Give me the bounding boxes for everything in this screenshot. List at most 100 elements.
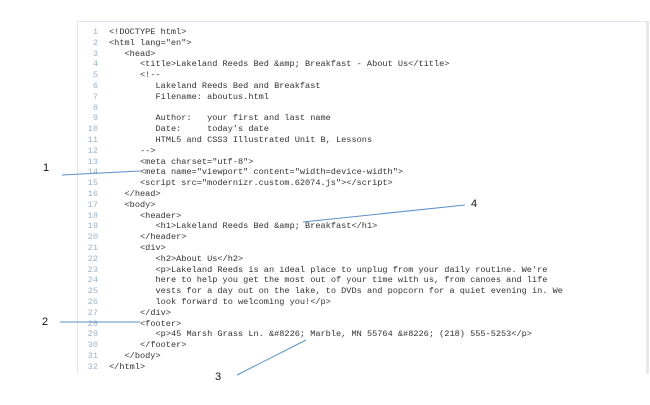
code-text: <div> [140,242,166,253]
line-number: 13 [87,156,98,167]
code-line: 13 <meta charset="utf-8"> [78,157,646,168]
code-line: 5 <!-- [78,70,646,81]
code-text: Filename: aboutus.html [155,91,269,102]
line-number: 5 [92,70,98,81]
code-text: <title>Lakeland Reeds Bed &amp; Breakfas… [140,59,450,70]
line-number: 18 [87,210,98,221]
line-number: 8 [92,102,98,113]
line-number: 12 [87,145,98,156]
callout-3: 3 [215,371,222,383]
code-text: <html lang="en"> [109,37,192,48]
code-line: 1 <!DOCTYPE html> [78,27,646,38]
code-text: </head> [124,188,161,199]
line-number: 11 [87,134,98,145]
code-line: 6 Lakeland Reeds Bed and Breakfast [78,81,646,92]
code-line: 18 <header> [78,211,646,222]
line-number: 16 [87,188,98,199]
code-line: 22 <h2>About Us</h2> [78,254,646,265]
code-line: 29 <p>45 Marsh Grass Ln. &#8226; Marble, … [78,329,646,340]
code-lines: 1 <!DOCTYPE html> 2 <html lang="en">3<head>… [78,27,646,373]
line-number: 17 [87,199,98,210]
code-text: </footer> [140,340,187,351]
code-text: <p>45 Marsh Grass Ln. &#8226; Marble, MN… [155,329,532,340]
code-text: <!-- [140,70,161,81]
code-text: </html> [109,361,146,372]
code-text: Author: your first and last name [155,113,331,124]
code-text: <p>Lakeland Reeds is an ideal place to u… [155,264,548,275]
code-text: look forward to welcoming you!</p> [155,296,331,307]
code-text: <h1>Lakeland Reeds Bed &amp; Breakfast</… [155,221,378,232]
line-number: 21 [87,242,98,253]
line-number: 22 [87,253,98,264]
code-text: <body> [124,199,156,210]
code-line: 9 Author: your first and last name [78,113,646,124]
code-line: 26 look forward to welcoming you!</p> [78,297,646,308]
code-text: <script src="modernizr.custom.62074.js">… [140,178,393,189]
callout-1: 1 [43,162,50,174]
code-text: --> [140,145,156,156]
line-number: 24 [87,275,98,286]
line-number: 3 [92,48,98,59]
line-number: 14 [87,167,98,178]
code-line: 27 </div> [78,308,646,319]
code-text: <h2>About Us</h2> [155,253,244,264]
code-line: 20 </header> [78,232,646,243]
line-number: 15 [87,178,98,189]
line-number: 9 [92,113,98,124]
line-number: 23 [87,264,98,275]
code-line: 30 </footer> [78,340,646,351]
leader-line-1 [61,170,141,176]
leader-line-3 [236,339,307,376]
line-number: 31 [87,350,98,361]
line-number: 26 [87,296,98,307]
code-text: <header> [140,210,182,221]
line-number: 28 [87,318,98,329]
line-number: 4 [92,59,98,70]
code-line: 11 HTML5 and CSS3 Illustrated Unit B, Les… [78,135,646,146]
line-number: 30 [87,340,98,351]
code-text: </div> [140,307,171,318]
code-line: 25 vests for a day out on the lake, to DV… [78,286,646,297]
line-number: 20 [87,232,98,243]
line-number: 10 [87,124,98,135]
code-line: 3<head> [78,49,646,60]
line-number: 6 [92,80,98,91]
code-line: 14 <meta name="viewport" content="width=d… [78,167,646,178]
code-line: 2 <html lang="en"> [78,38,646,49]
line-number: 1 [92,27,98,37]
code-line: 8 [78,103,646,114]
code-line: 32 </html> [78,362,646,373]
code-line: 7 Filename: aboutus.html [78,92,646,103]
code-line: 15 <script src="modernizr.custom.62074.js… [78,178,646,189]
code-line: 17 <body> [78,200,646,211]
code-text: Date: today’s date [155,124,269,135]
code-text: HTML5 and CSS3 Illustrated Unit B, Lesso… [155,134,373,145]
callout-4: 4 [471,198,478,210]
code-text: </body> [124,350,161,361]
code-text: vests for a day out on the lake, to DVDs… [155,286,563,297]
code-line: 28 <footer> [78,319,646,330]
code-line: 4 <title>Lakeland Reeds Bed &amp; Breakfa… [78,59,646,70]
code-text: </header> [140,232,187,243]
code-text: <!DOCTYPE html> [109,27,187,37]
line-number: 7 [92,91,98,102]
line-number: 29 [87,329,98,340]
leader-line-4 [302,204,466,223]
code-text: <meta name="viewport" content="width=dev… [140,167,404,178]
code-text: Lakeland Reeds Bed and Breakfast [155,80,321,91]
code-line: 19<h1>Lakeland Reeds Bed &amp; Breakfast… [78,221,646,232]
code-line: 12 --> [78,146,646,157]
code-text: <footer> [140,318,182,329]
code-text: <meta charset="utf-8"> [140,156,254,167]
line-number: 25 [87,286,98,297]
code-line: 21 <div> [78,243,646,254]
code-line: 10 Date: today’s date [78,124,646,135]
code-text: here to help you get the most out of you… [155,275,548,286]
line-number: 32 [87,361,98,372]
code-line: 31 </body> [78,351,646,362]
line-number: 2 [92,37,98,48]
code-line: 23 <p>Lakeland Reeds is an ideal place to… [78,265,646,276]
line-number: 27 [87,307,98,318]
code-line: 24 here to help you get the most out of y… [78,275,646,286]
